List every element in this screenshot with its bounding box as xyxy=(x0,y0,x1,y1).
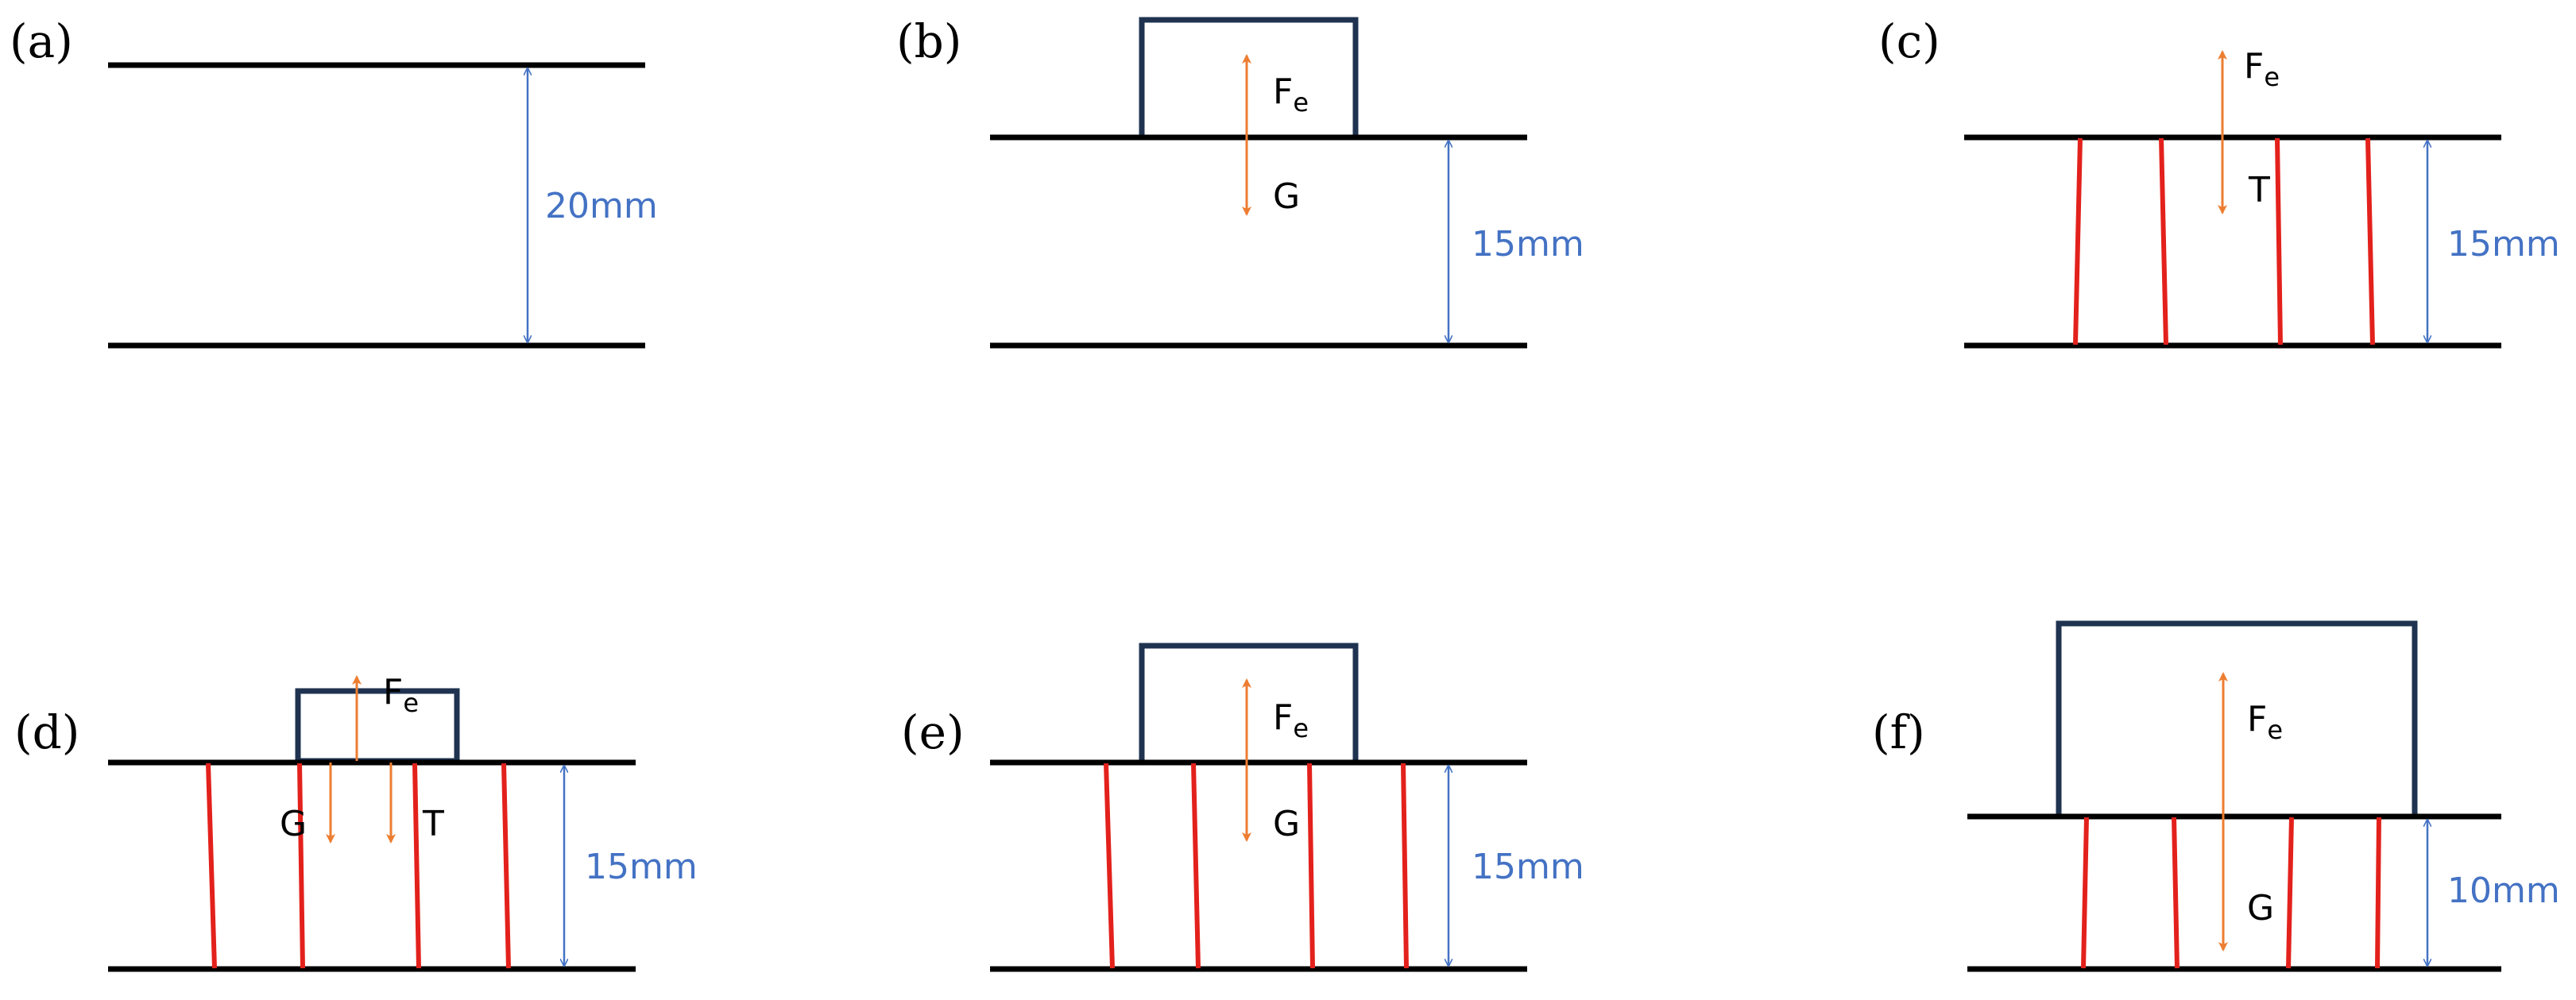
force-up-subscript: e xyxy=(1293,713,1309,743)
dimension-label: 15mm xyxy=(2447,224,2560,264)
fiber xyxy=(412,763,421,969)
panel-b-label: (b) xyxy=(896,14,961,68)
fiber xyxy=(2365,137,2375,346)
panel-d-label: (d) xyxy=(14,705,79,759)
fiber xyxy=(501,763,511,969)
panel-a-label: (a) xyxy=(10,14,73,68)
force-down-label-tension: T xyxy=(422,804,444,844)
panel-e-label: (e) xyxy=(901,705,965,759)
block xyxy=(2056,620,2418,820)
force-down-label-gravity: G xyxy=(280,804,307,844)
force-up-symbol: F xyxy=(2244,46,2264,87)
fiber xyxy=(206,763,217,969)
block xyxy=(295,688,460,764)
panel-f-label: (f) xyxy=(1872,705,1925,759)
fiber xyxy=(2159,137,2168,346)
force-up-label: Fe xyxy=(2244,46,2280,92)
dimension-label: 20mm xyxy=(545,186,658,226)
force-up-symbol: F xyxy=(2247,699,2267,739)
force-up-subscript: e xyxy=(1293,87,1309,118)
panel-f: (f) Fe G 10mm xyxy=(1872,620,2560,972)
dimension-label: 15mm xyxy=(1472,224,1584,264)
force-down-label: G xyxy=(1273,804,1300,844)
fiber xyxy=(2081,817,2089,969)
fiber xyxy=(2375,817,2381,969)
block xyxy=(1139,643,1359,766)
force-up-symbol: F xyxy=(383,672,403,712)
force-down-label: G xyxy=(1273,176,1300,217)
panel-c-label: (c) xyxy=(1878,14,1940,68)
fiber xyxy=(2286,817,2294,969)
panel-b: (b) Fe G 15mm xyxy=(896,14,1584,349)
fiber xyxy=(2275,137,2283,346)
dimension-label: 10mm xyxy=(2447,871,2560,911)
force-up-label: Fe xyxy=(2247,699,2283,745)
fiber xyxy=(1401,763,1409,969)
fiber xyxy=(2073,137,2083,346)
dimension-label: 15mm xyxy=(1472,847,1584,887)
force-up-subscript: e xyxy=(2264,62,2280,92)
force-down-label: G xyxy=(2247,888,2274,929)
dimension-label: 15mm xyxy=(585,847,698,887)
panel-d: (d) Fe G T 15mm xyxy=(14,672,698,972)
force-up-label: Fe xyxy=(383,672,419,718)
force-up-symbol: F xyxy=(1273,71,1293,112)
force-up-subscript: e xyxy=(2267,715,2283,745)
panel-a: (a) 20mm xyxy=(10,14,658,349)
force-up-label: Fe xyxy=(1273,697,1309,743)
force-up-subscript: e xyxy=(403,688,419,718)
fiber xyxy=(1191,763,1201,969)
fiber xyxy=(2172,817,2180,969)
force-down-label: T xyxy=(2248,170,2270,210)
force-up-symbol: F xyxy=(1273,697,1293,738)
force-up-label: Fe xyxy=(1273,71,1309,118)
fiber xyxy=(1307,763,1315,969)
fiber xyxy=(297,763,305,969)
fiber xyxy=(1104,763,1115,969)
panel-c: (c) Fe T 15mm xyxy=(1878,14,2560,349)
panel-e: (e) Fe G 15mm xyxy=(901,643,1584,972)
block xyxy=(1139,17,1359,141)
